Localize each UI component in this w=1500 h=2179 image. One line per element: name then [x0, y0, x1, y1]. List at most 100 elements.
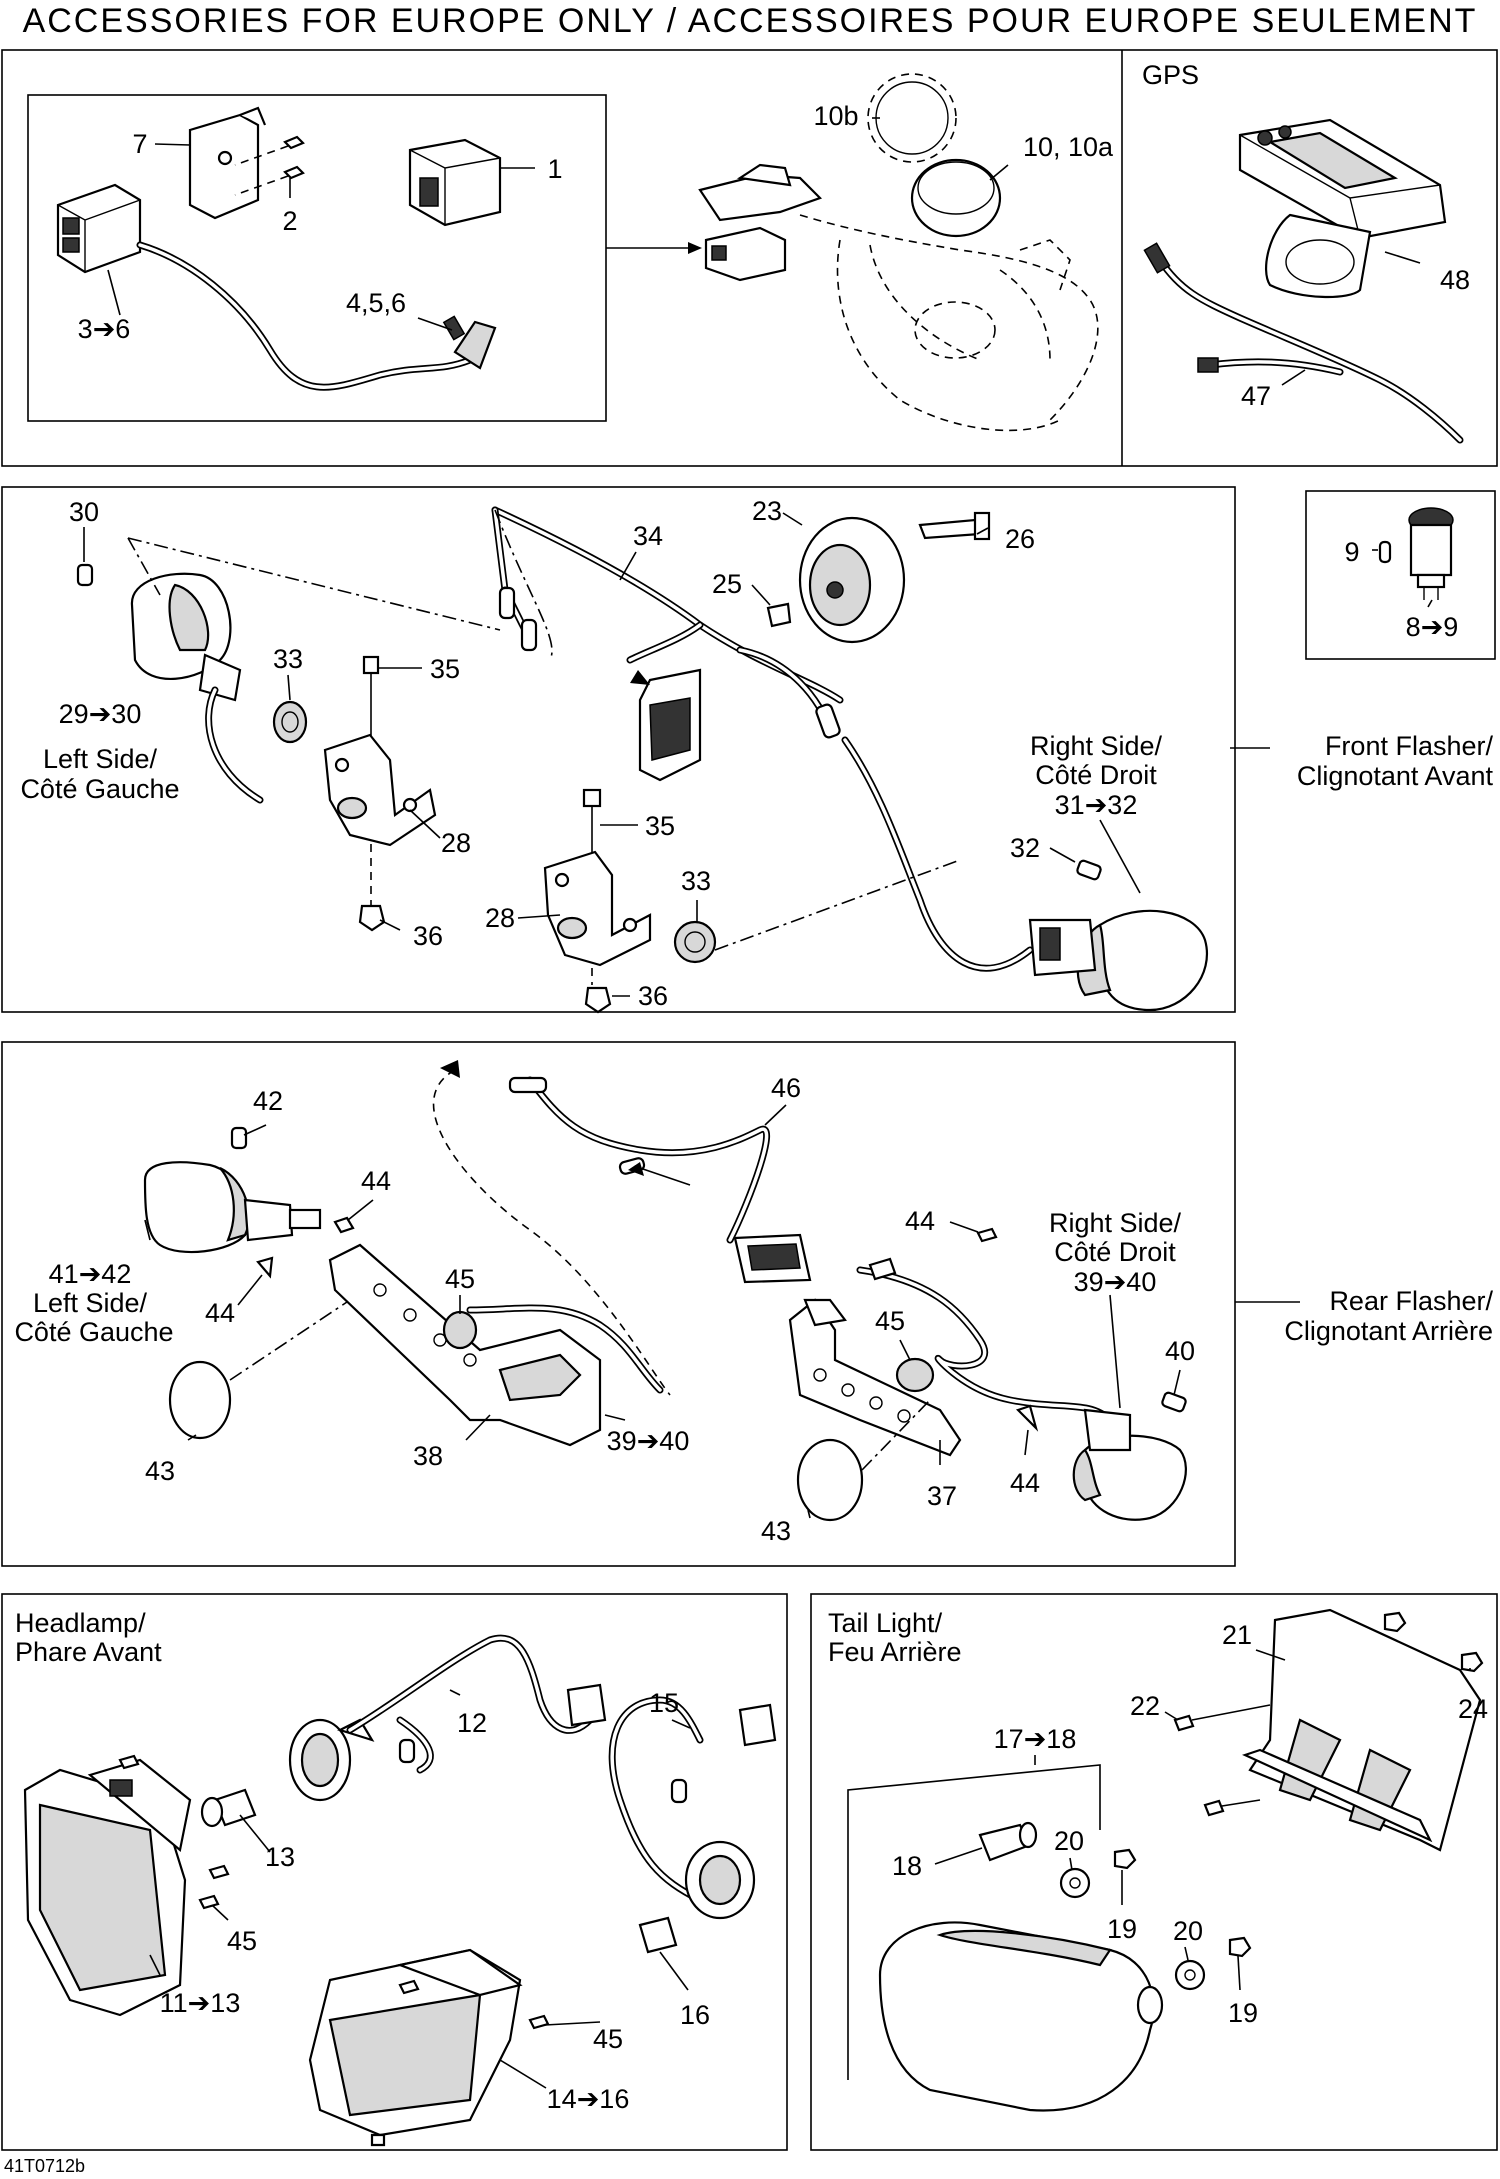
front-flasher-label-line2: Clignotant Avant: [1297, 761, 1494, 791]
rear-flasher-label-line2: Clignotant Arrière: [1284, 1316, 1493, 1346]
rear-right-side-line3: 39➔40: [1074, 1267, 1157, 1297]
callout-48: 48: [1440, 265, 1470, 295]
callout-26: 26: [1005, 524, 1035, 554]
callout-44a: 44: [361, 1166, 391, 1196]
front-right-side-line1: Right Side/: [1030, 731, 1163, 761]
leader-lines: [83, 117, 1471, 2089]
callout-40: 40: [1165, 1336, 1195, 1366]
rear-left-side-line1: 41➔42: [49, 1259, 132, 1289]
tail-light-title-line1: Tail Light/: [828, 1608, 943, 1638]
cover-cap: [910, 158, 1002, 238]
callout-18: 18: [892, 1851, 922, 1881]
callout-19b: 19: [1228, 1998, 1258, 2028]
callout-45b: 45: [875, 1306, 905, 1336]
front-right-bracket: [543, 850, 652, 967]
rear-flasher-parts: [143, 1060, 1187, 1522]
callout-47: 47: [1241, 381, 1271, 411]
callout-8-9: 8➔9: [1406, 612, 1459, 642]
gps-title: GPS: [1142, 60, 1199, 90]
callout-10-10a: 10, 10a: [1023, 132, 1114, 162]
frame-top: [1, 49, 1498, 467]
callout-32: 32: [1010, 833, 1040, 863]
callout-20b: 20: [1173, 1916, 1203, 1946]
callout-33a: 33: [273, 644, 303, 674]
frame-wiring-inset: [27, 94, 607, 422]
callout-45a: 45: [445, 1264, 475, 1294]
callout-9: 9: [1344, 537, 1359, 567]
callout-44c: 44: [905, 1206, 935, 1236]
front-left-bracket: [323, 733, 437, 847]
headlamp-parts: [23, 1634, 777, 2147]
callout-10b: 10b: [813, 101, 858, 131]
callout-7: 7: [132, 129, 147, 159]
rear-right-side-line2: Côté Droit: [1054, 1237, 1176, 1267]
tail-light-lens: [878, 1921, 1155, 2112]
callout-19a: 19: [1107, 1914, 1137, 1944]
callout-20a: 20: [1054, 1826, 1084, 1856]
gps-parts: [1143, 118, 1464, 444]
frame-rear-flasher: [1, 1041, 1236, 1567]
callout-43a: 43: [145, 1456, 175, 1486]
rear-right-side-line1: Right Side/: [1049, 1208, 1182, 1238]
callout-4-5-6: 4,5,6: [346, 288, 406, 318]
callout-1: 1: [547, 154, 562, 184]
callout-43b: 43: [761, 1516, 791, 1546]
front-left-side-line2: Côté Gauche: [20, 774, 179, 804]
callout-35a: 35: [430, 654, 460, 684]
callout-45d: 45: [593, 2024, 623, 2054]
callout-36b: 36: [638, 981, 668, 1011]
callout-12: 12: [457, 1708, 487, 1738]
front-right-side-line2: Côté Droit: [1035, 760, 1157, 790]
callout-17-18: 17➔18: [994, 1724, 1077, 1754]
gasket-ring: [867, 73, 957, 163]
front-left-side-line1: Left Side/: [43, 744, 158, 774]
frame-front-flasher: [1, 486, 1236, 1013]
callout-44b: 44: [205, 1298, 235, 1328]
front-flasher-parts: [76, 506, 1208, 1014]
callout-39-40: 39➔40: [607, 1426, 690, 1456]
frame-tail-light: [810, 1593, 1498, 2151]
power-plug-part: [1378, 507, 1454, 600]
frame-plug-inset: [1305, 490, 1496, 660]
rear-left-side-line2: Left Side/: [33, 1288, 148, 1318]
rear-left-side-line3: Côté Gauche: [14, 1317, 173, 1347]
callout-38: 38: [413, 1441, 443, 1471]
callout-13: 13: [265, 1842, 295, 1872]
rear-flasher-harness: [526, 1076, 771, 1244]
switch-part: [56, 183, 142, 274]
callout-29-30: 29➔30: [59, 699, 142, 729]
callout-45c: 45: [227, 1926, 257, 1956]
callout-37: 37: [927, 1481, 957, 1511]
harness-connector: [453, 320, 497, 370]
callout-28a: 28: [441, 828, 471, 858]
callout-11-13: 11➔13: [160, 1988, 241, 2018]
callout-28b: 28: [485, 903, 515, 933]
callout-35b: 35: [645, 811, 675, 841]
front-flasher-label-line1: Front Flasher/: [1325, 731, 1494, 761]
callout-2: 2: [282, 206, 297, 236]
gps-mount: [1265, 213, 1372, 298]
callout-21: 21: [1222, 1620, 1252, 1650]
callout-42: 42: [253, 1086, 283, 1116]
figure-code: 41T0712b: [4, 2156, 85, 2176]
callout-16: 16: [680, 2000, 710, 2030]
callout-labels: 1 2 7 3➔6 4,5,6 10b 10, 10a 48 47 9 8➔9 …: [59, 101, 1488, 2114]
tail-light-parts: [847, 1608, 1484, 2112]
callout-25: 25: [712, 569, 742, 599]
callout-34: 34: [633, 521, 663, 551]
relay-part: [408, 138, 502, 227]
front-right-side-line3: 31➔32: [1055, 790, 1138, 820]
callout-3-6: 3➔6: [78, 314, 131, 344]
front-right-flasher-lens: [1098, 909, 1208, 1012]
callout-46: 46: [771, 1073, 801, 1103]
rear-flasher-label-line1: Rear Flasher/: [1329, 1286, 1493, 1316]
handlebar-assembly: [698, 73, 1099, 432]
section-frames: [1, 49, 1498, 2151]
callout-24: 24: [1458, 1694, 1488, 1724]
callout-15: 15: [649, 1688, 679, 1718]
frame-headlamp: [1, 1593, 788, 2151]
headlamp-title-line2: Phare Avant: [15, 1637, 162, 1667]
callout-22: 22: [1130, 1691, 1160, 1721]
callout-30: 30: [69, 497, 99, 527]
